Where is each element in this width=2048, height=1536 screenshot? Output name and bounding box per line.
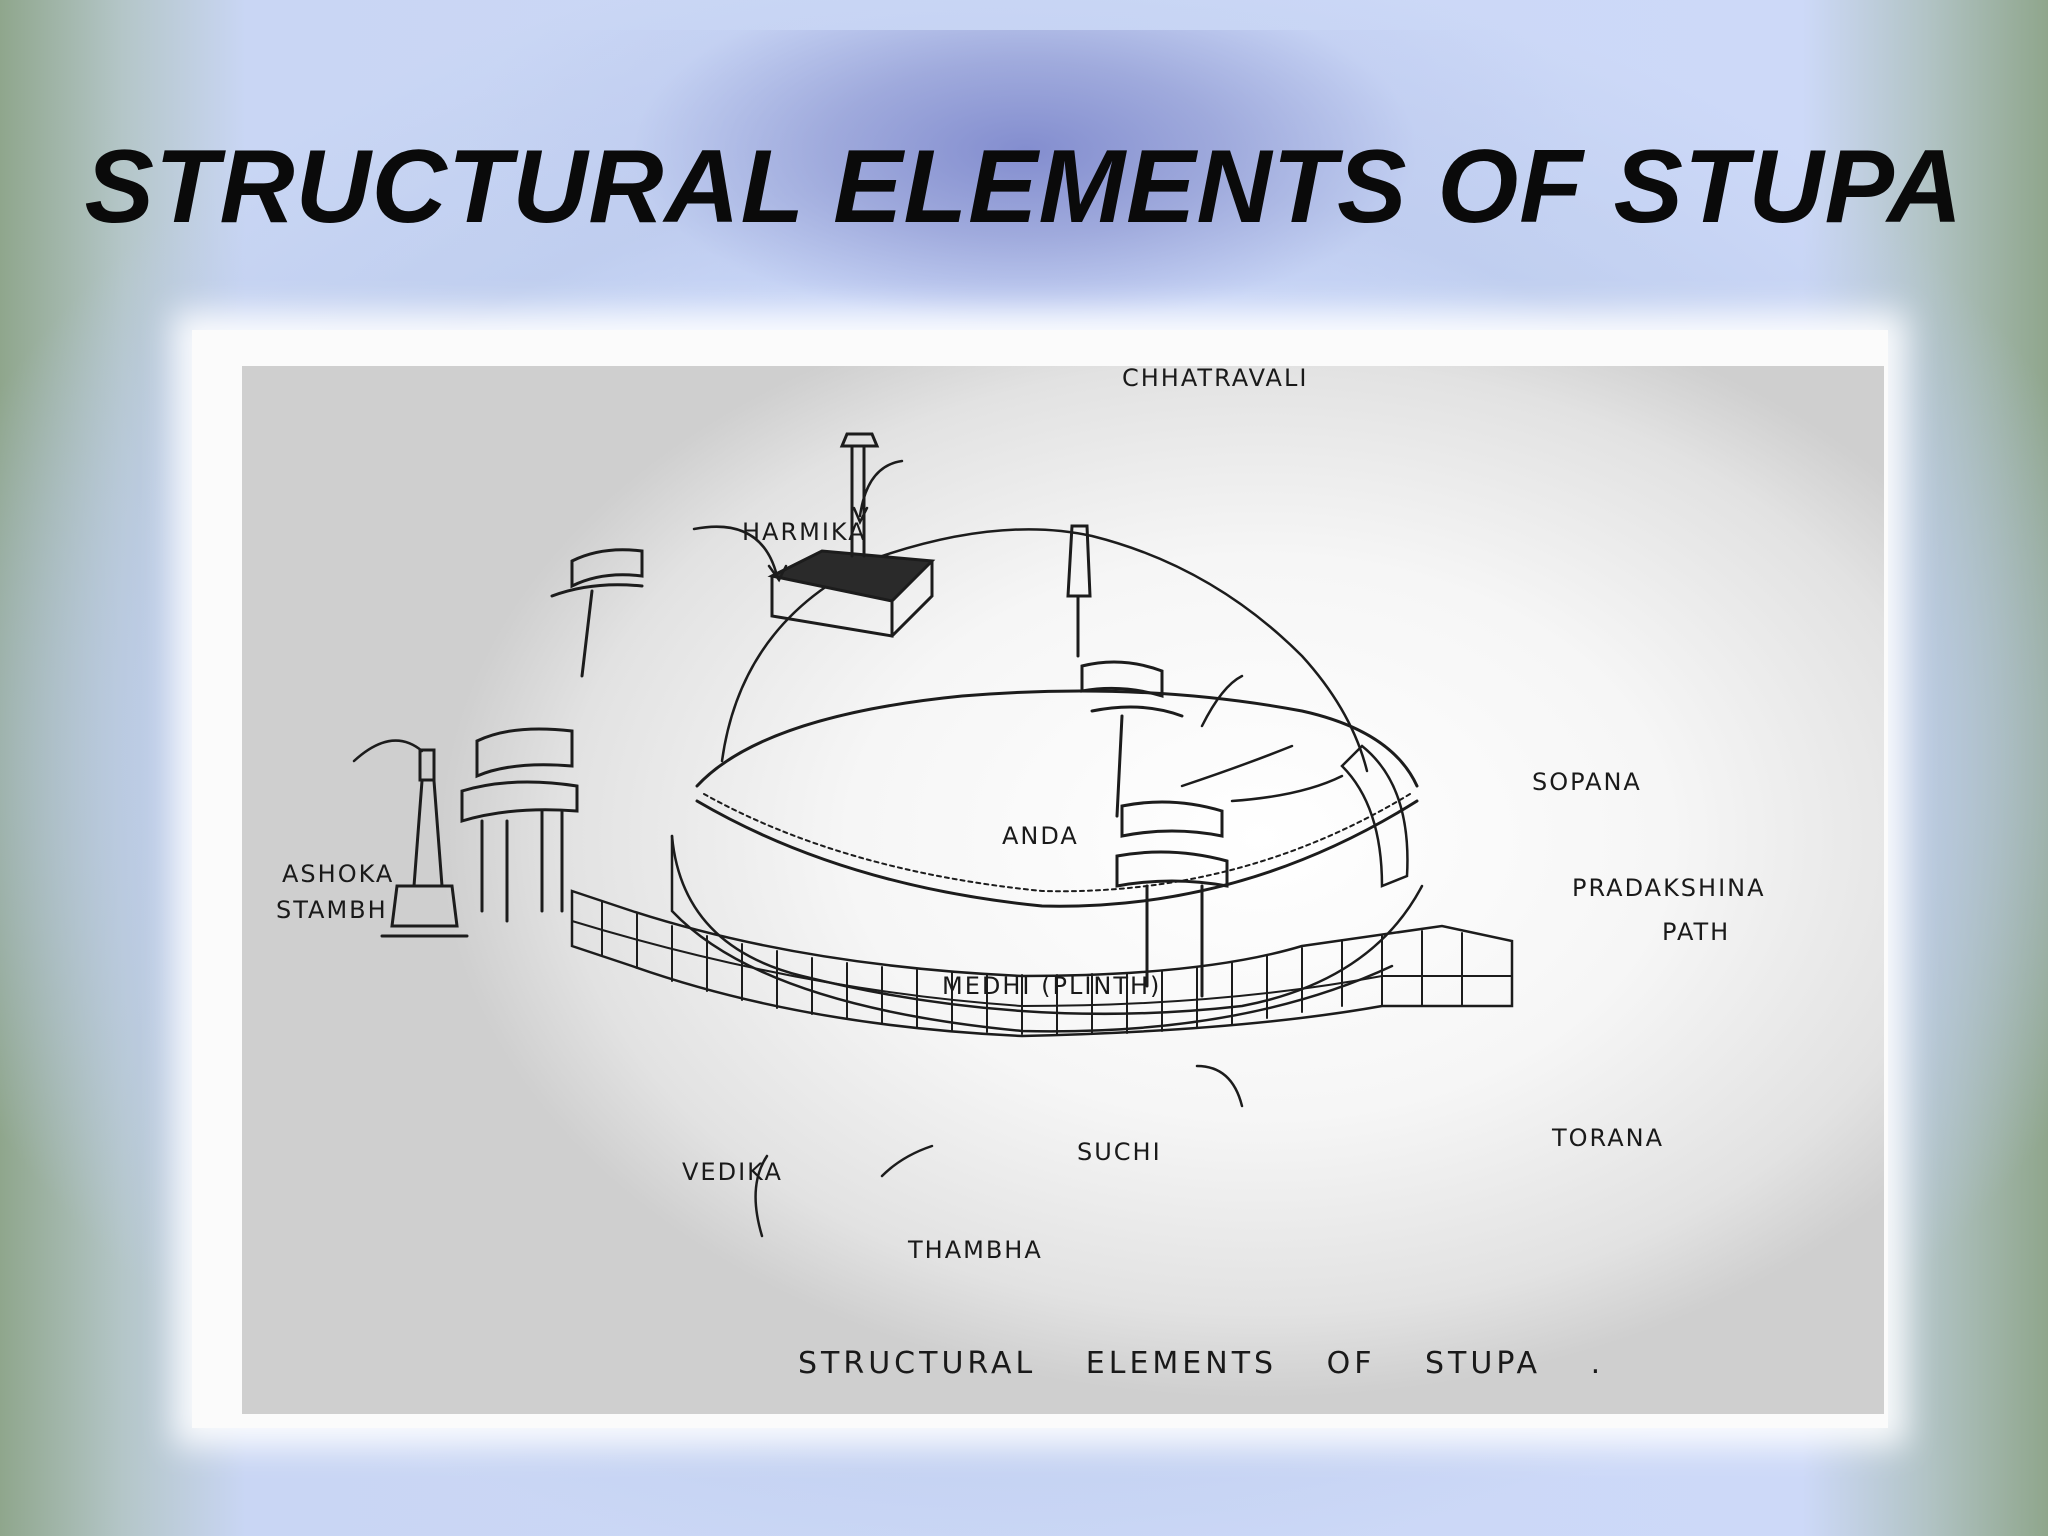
label-vedika: VEDIKA: [682, 1158, 783, 1186]
label-pradakshina-line1: PRADAKSHINA: [1572, 874, 1766, 902]
page-title: STRUCTURAL ELEMENTS OF STUPA: [84, 129, 1964, 245]
anda-dome: [720, 528, 1369, 773]
vedika-railing: [570, 889, 1514, 1038]
label-chhatravali: CHHATRAVALI: [1122, 366, 1309, 392]
label-harmika: HARMIKA: [742, 518, 867, 546]
left-torana: [460, 548, 644, 923]
harmika: [767, 432, 936, 638]
label-torana: TORANA: [1552, 1124, 1665, 1152]
label-ashoka-line2: STAMBH: [276, 896, 388, 924]
sketch-caption: STRUCTURAL ELEMENTS OF STUPA .: [798, 1346, 1605, 1381]
ashoka-stambh: [380, 748, 469, 938]
label-sopana: SOPANA: [1532, 768, 1642, 796]
stupa-drawing: [352, 432, 1514, 1238]
label-suchi: SUCHI: [1077, 1138, 1162, 1166]
label-ashoka-line1: ASHOKA: [282, 860, 395, 888]
label-anda: ANDA: [1002, 822, 1079, 850]
sopana-stairs: [1340, 744, 1409, 888]
label-pradakshina-line2: PATH: [1662, 918, 1731, 946]
right-torana: [1066, 524, 1229, 998]
title-glow: [440, 30, 1610, 330]
stupa-sketch-photo: CHHATRAVALI HARMIKA ANDA ASHOKA STAMBH S…: [242, 366, 1884, 1414]
dome-railing: [695, 689, 1419, 788]
label-thambha: THAMBHA: [908, 1236, 1043, 1264]
label-medhi: MEDHI (PLINTH): [942, 972, 1162, 1000]
